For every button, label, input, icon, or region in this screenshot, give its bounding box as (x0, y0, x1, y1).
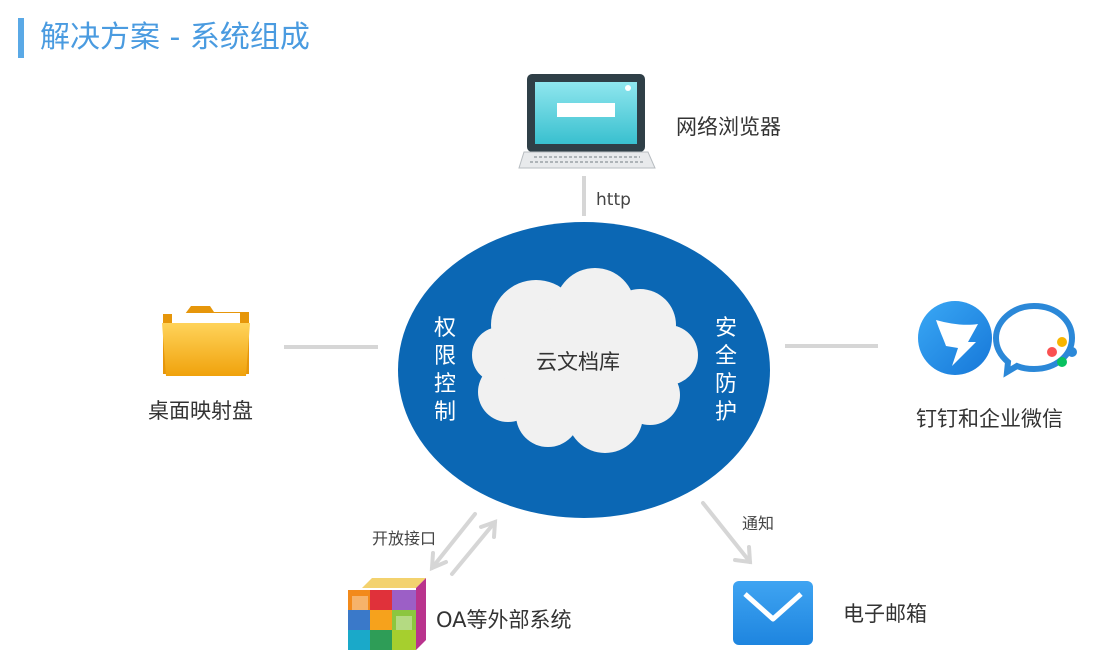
edge-label-open-api: 开放接口 (372, 529, 437, 548)
edge-label-notify: 通知 (742, 514, 775, 533)
wecom-icon (992, 302, 1077, 378)
arrow-open-api (429, 512, 498, 576)
node-label-desktop: 桌面映射盘 (148, 399, 253, 423)
laptop-icon (518, 74, 656, 169)
folder-icon (162, 306, 250, 376)
node-label-oa: OA等外部系统 (436, 608, 572, 632)
node-label-email: 电子邮箱 (843, 602, 927, 626)
dingtalk-icon (918, 301, 992, 375)
oa-cube-icon (348, 578, 426, 650)
edge-label-http: http (596, 190, 631, 210)
node-label-browser: 网络浏览器 (676, 115, 781, 139)
left-vertical-label: 权限控制 (433, 316, 456, 425)
arrow-notify (701, 501, 753, 565)
page-title: 解决方案 - 系统组成 (40, 20, 310, 55)
node-label-messaging: 钉钉和企业微信 (916, 407, 1063, 431)
cloud-shape (472, 268, 698, 453)
center-label: 云文档库 (536, 350, 620, 374)
email-icon (733, 581, 813, 645)
right-vertical-label: 安全防护 (714, 316, 737, 425)
title-accent-bar (18, 18, 24, 58)
